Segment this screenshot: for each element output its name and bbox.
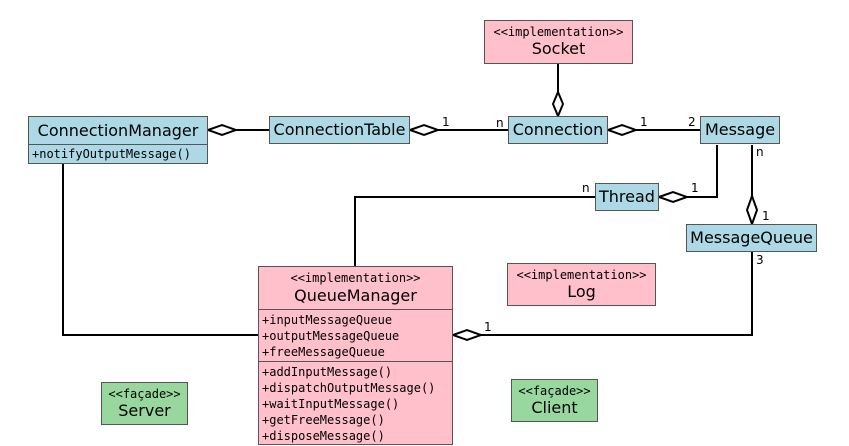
queue-manager-attributes: +inputMessageQueue +outputMessageQueue +…	[259, 309, 452, 361]
class-message-queue: MessageQueue	[686, 224, 817, 252]
class-log: <<implementation>> Log	[507, 263, 656, 306]
connection-message-diamond	[605, 123, 639, 137]
manager-table-diamond	[205, 123, 239, 137]
queue-manager-method: +dispatchOutputMessage()	[262, 381, 436, 395]
queue-manager-stereotype: <<implementation>>	[290, 271, 421, 285]
class-socket: <<implementation>> Socket	[484, 20, 633, 64]
client-name: Client	[531, 398, 578, 417]
multiplicity-label: n	[582, 181, 590, 195]
thread-queuemanager-line	[354, 196, 595, 266]
queue-manager-methods: +addInputMessage() +dispatchOutputMessag…	[259, 361, 452, 444]
socket-connection-diamond	[551, 89, 565, 119]
class-connection-manager: ConnectionManager +notifyOutputMessage()	[28, 116, 208, 164]
queue-manager-attribute: +inputMessageQueue	[262, 313, 393, 327]
queue-manager-method: +getFreeMessage()	[262, 413, 385, 427]
multiplicity-label: 1	[484, 320, 492, 334]
client-stereotype: <<façade>>	[518, 384, 591, 398]
class-queue-manager: <<implementation>> QueueManager +inputMe…	[258, 266, 453, 445]
socket-stereotype: <<implementation>>	[493, 25, 624, 39]
connmanager-queuemanager-line	[62, 164, 258, 336]
table-connection-diamond	[407, 123, 441, 137]
message-name: Message	[704, 120, 776, 139]
class-message: Message	[700, 116, 780, 144]
queue-manager-method: +addInputMessage()	[262, 365, 393, 379]
multiplicity-label: 3	[756, 253, 764, 267]
multiplicity-label: 1	[640, 115, 648, 129]
log-stereotype: <<implementation>>	[516, 268, 647, 282]
class-client: <<façade>> Client	[511, 379, 598, 422]
multiplicity-label: 1	[691, 181, 699, 195]
queue-manager-name: QueueManager	[294, 286, 417, 305]
multiplicity-label: 2	[688, 115, 696, 129]
message-thread-line	[687, 145, 718, 198]
messagequeue-queuemanager-diamond	[450, 328, 484, 342]
server-name: Server	[118, 401, 171, 420]
class-thread: Thread	[595, 183, 659, 211]
queue-manager-method: +waitInputMessage()	[262, 397, 400, 411]
class-connection: Connection	[508, 116, 608, 144]
connection-table-name: ConnectionTable	[273, 120, 406, 139]
thread-name: Thread	[599, 187, 655, 206]
multiplicity-label: 1	[762, 209, 770, 223]
multiplicity-label: n	[496, 116, 504, 130]
socket-name: Socket	[531, 39, 586, 58]
log-name: Log	[567, 282, 596, 301]
multiplicity-label: 1	[442, 115, 450, 129]
queue-manager-method: +disposeMessage()	[262, 429, 385, 443]
server-stereotype: <<façade>>	[108, 387, 181, 401]
messagequeue-queuemanager-line	[481, 252, 753, 336]
message-queue-diamond	[745, 193, 759, 227]
message-queue-name: MessageQueue	[690, 228, 813, 247]
queue-manager-attribute: +outputMessageQueue	[262, 329, 400, 343]
connection-manager-method: +notifyOutputMessage()	[29, 144, 207, 163]
class-server: <<façade>> Server	[101, 382, 188, 425]
connection-name: Connection	[512, 120, 604, 139]
message-thread-diamond	[656, 190, 690, 204]
queue-manager-attribute: +freeMessageQueue	[262, 345, 385, 359]
connection-manager-name: ConnectionManager	[37, 121, 199, 140]
class-connection-table: ConnectionTable	[269, 116, 410, 144]
multiplicity-label: n	[756, 145, 764, 159]
